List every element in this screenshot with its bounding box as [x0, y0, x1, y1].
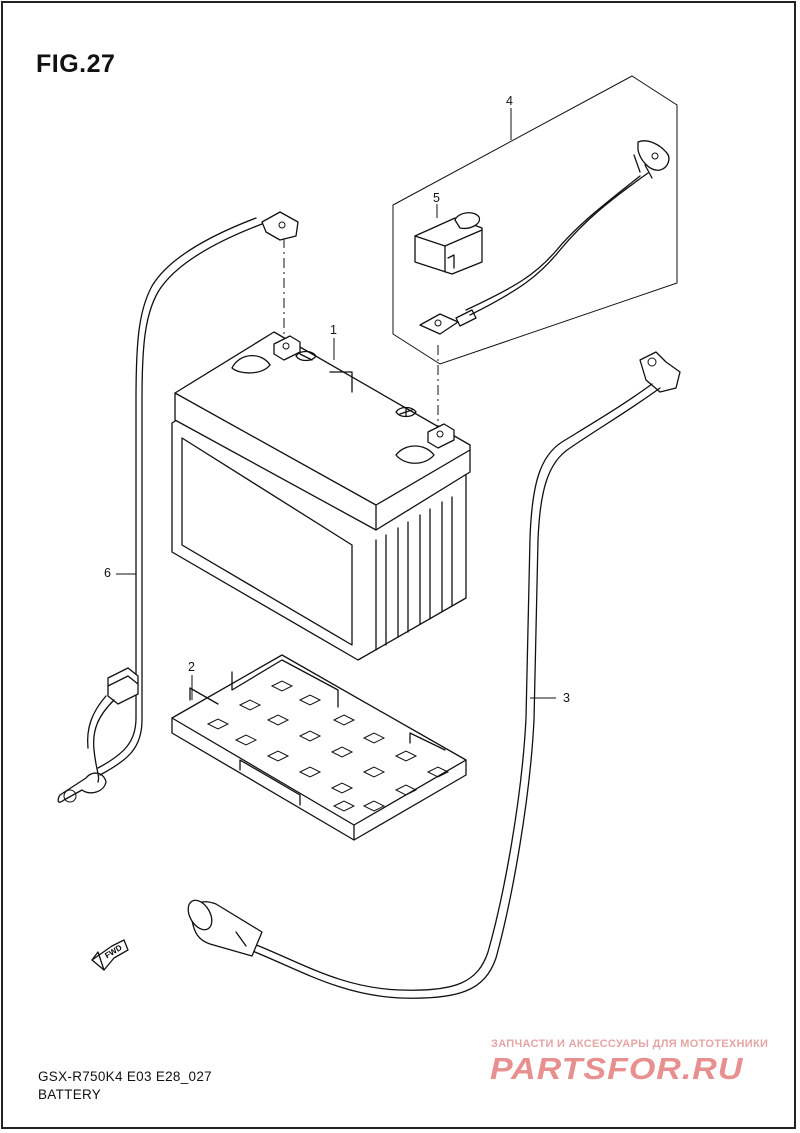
part-6-negative-cable — [57, 211, 299, 803]
part-4-battery-cable — [419, 140, 670, 335]
section-name: BATTERY — [38, 1087, 102, 1102]
callout-2: 2 — [188, 660, 195, 674]
assembly-dash-lines — [283, 238, 439, 428]
callout-3: 3 — [563, 691, 570, 705]
figure-title: FIG.27 — [36, 50, 116, 78]
part-2-battery-tray — [171, 654, 467, 841]
callout-1: 1 — [330, 323, 337, 337]
part-4-kit-frame — [392, 75, 678, 365]
part-1-battery — [171, 331, 471, 661]
forward-direction-arrow: FWD — [91, 939, 129, 971]
model-code: GSX-R750K4 E03 E28_027 — [38, 1069, 212, 1084]
callout-5: 5 — [433, 191, 440, 205]
part-5-terminal-cover — [414, 204, 483, 275]
part-3-positive-cable — [187, 351, 681, 999]
callout-4: 4 — [506, 94, 513, 108]
watermark-logo: PARTSFOR.RU — [490, 1051, 744, 1087]
watermark-tagline: ЗАПЧАСТИ И АКСЕССУАРЫ ДЛЯ МОТОТЕХНИКИ — [491, 1038, 769, 1050]
tray-holes — [206, 680, 450, 812]
callout-6: 6 — [104, 566, 111, 580]
